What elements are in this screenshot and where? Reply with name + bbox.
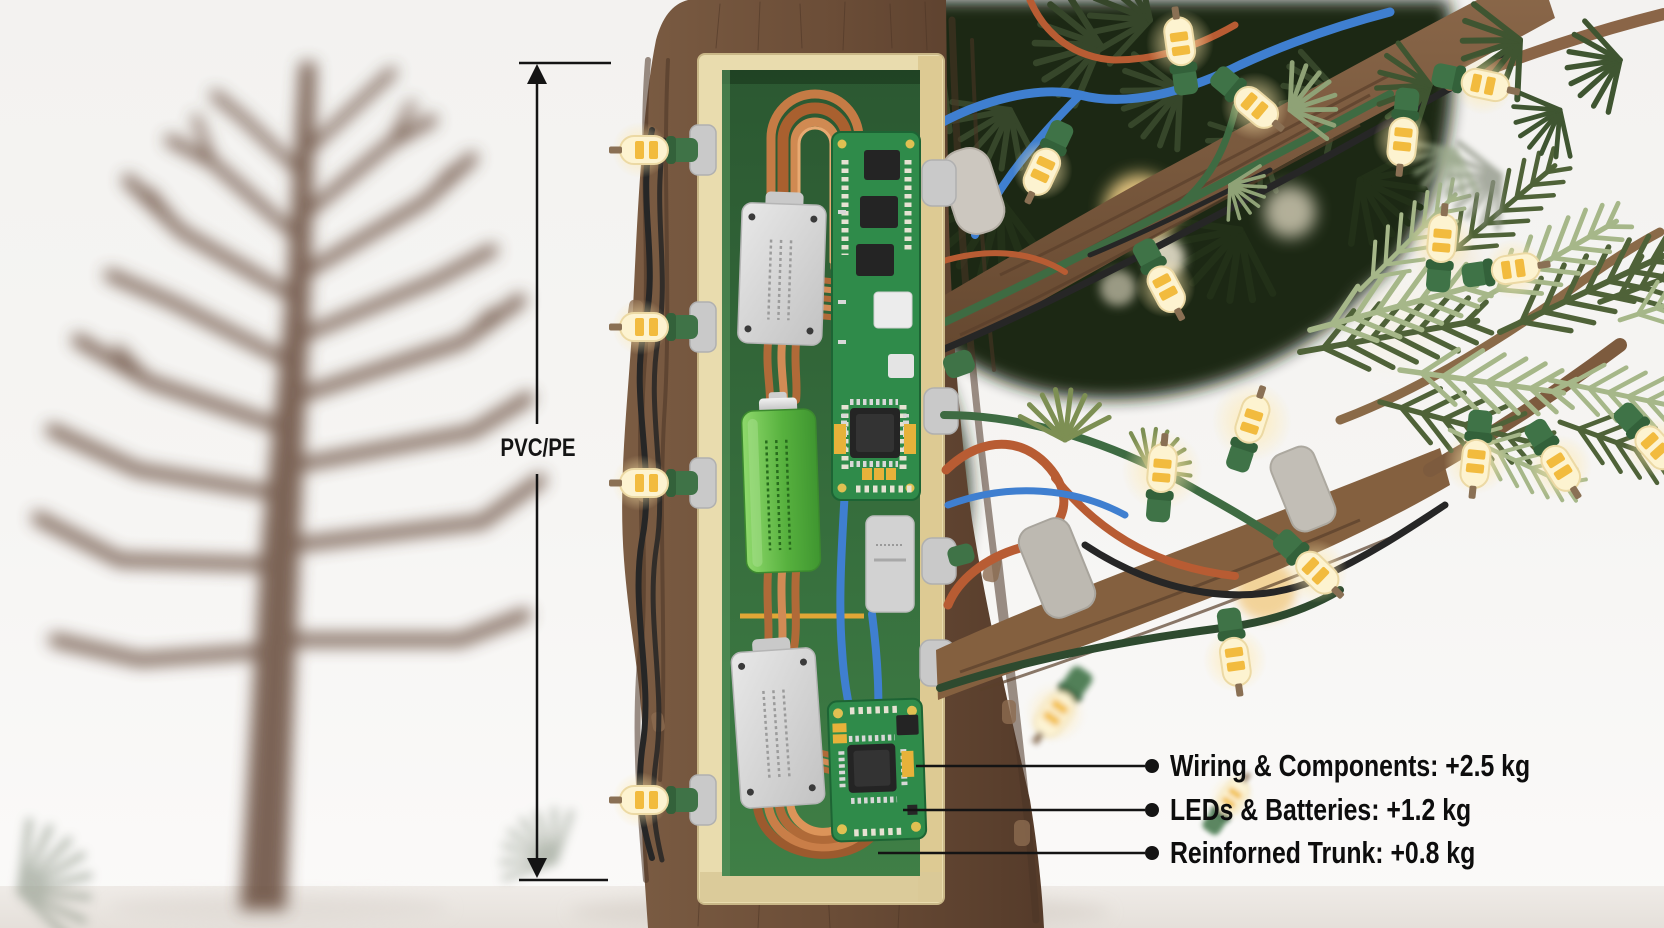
christmas-light-bulb xyxy=(1267,524,1354,609)
dimension-arrow xyxy=(519,61,611,882)
chip-icon xyxy=(864,150,900,180)
christmas-light-bulb-blurred xyxy=(1021,661,1098,753)
christmas-light-bulb xyxy=(1205,60,1294,142)
connector-block xyxy=(865,515,915,613)
left-black-wires xyxy=(635,127,667,863)
christmas-light-bulb xyxy=(1443,407,1508,502)
chip-icon xyxy=(856,244,894,276)
christmas-light-bulb xyxy=(608,455,717,511)
battery xyxy=(740,391,822,574)
christmas-light-bulb xyxy=(1127,233,1197,328)
christmas-light-bulb xyxy=(1203,605,1268,700)
main-chip xyxy=(838,734,908,804)
branch-strap-clip xyxy=(1017,517,1097,619)
christmas-light-bulb-blurred xyxy=(1198,766,1260,839)
christmas-light-bulb xyxy=(1409,201,1474,295)
christmas-light-bulb xyxy=(1428,54,1524,115)
christmas-light-bulb xyxy=(1145,3,1214,98)
dimension-label: PVC/PE xyxy=(500,434,576,462)
arrowhead-up-icon xyxy=(527,64,547,84)
christmas-light-bulb xyxy=(1211,380,1292,476)
branch-strap-clip xyxy=(1269,445,1337,533)
chip-icon xyxy=(896,714,919,736)
christmas-light-bulb xyxy=(1121,430,1202,525)
callout-leds-batteries: LEDs & Batteries: +1.2 kg xyxy=(1170,792,1472,827)
callout-reinforced-trunk: Reinforned Trunk: +0.8 kg xyxy=(1170,835,1476,870)
pcb-bottom xyxy=(826,697,928,843)
callout-leaders xyxy=(878,759,1159,860)
bullet-icon xyxy=(1145,759,1159,773)
arrowhead-down-icon xyxy=(527,858,547,878)
pcb-top xyxy=(831,131,921,501)
white-component xyxy=(888,354,914,378)
christmas-light-bulb xyxy=(608,122,717,178)
christmas-light-bulb xyxy=(1372,85,1433,180)
christmas-light-bulb xyxy=(1608,397,1664,485)
gray-module-bottom xyxy=(730,637,826,809)
christmas-light-bulb xyxy=(608,299,717,355)
cutaway-panel xyxy=(697,53,945,905)
bullet-icon xyxy=(1145,846,1159,860)
gray-module-top xyxy=(737,191,827,346)
main-chip xyxy=(841,399,909,467)
white-connector xyxy=(873,291,913,329)
chip-icon xyxy=(860,196,898,228)
christmas-light-bulb xyxy=(1012,115,1079,211)
right-light-string xyxy=(1012,3,1664,839)
bullet-icon xyxy=(1145,803,1159,817)
christmas-light-bulb xyxy=(1459,238,1554,299)
christmas-light-bulb xyxy=(608,772,717,828)
left-light-string xyxy=(608,122,717,828)
christmas-light-bulb xyxy=(1519,414,1593,507)
blurred-bare-tree xyxy=(31,62,547,910)
callout-wiring-components: Wiring & Components: +2.5 kg xyxy=(1170,748,1531,783)
